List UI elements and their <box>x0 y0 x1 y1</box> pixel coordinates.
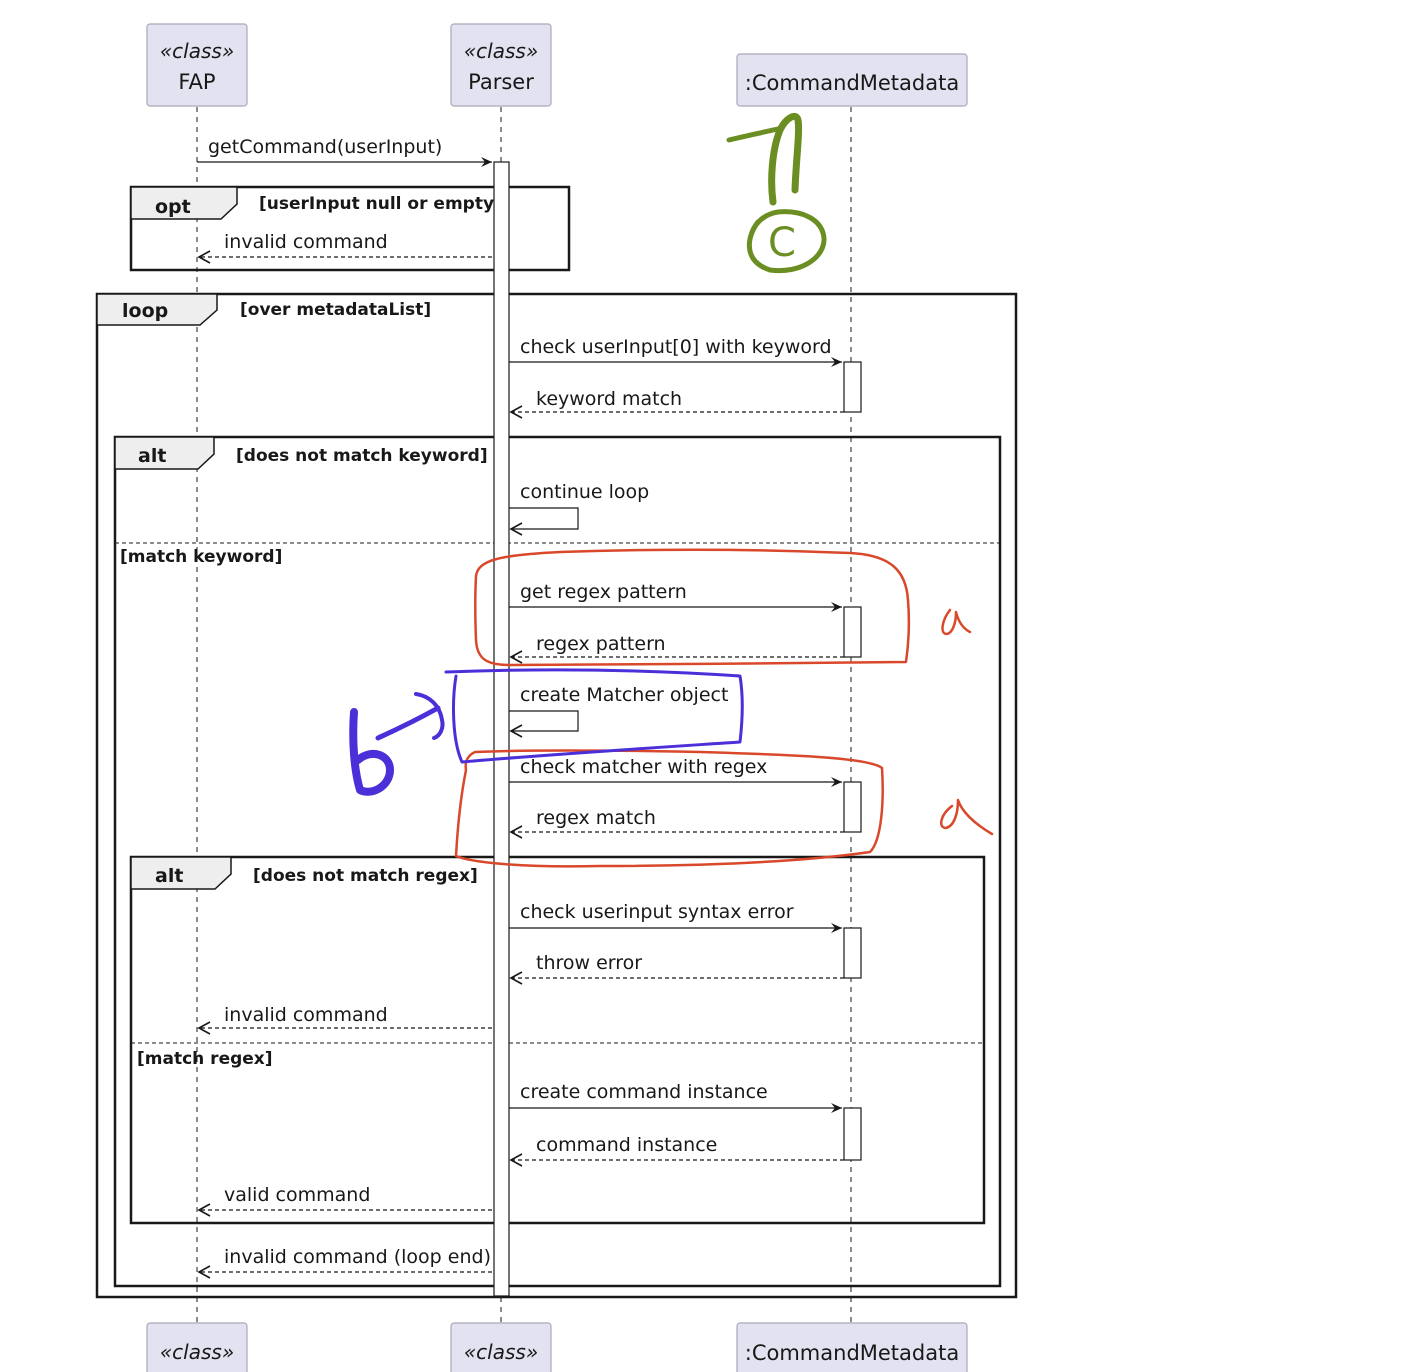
message-invalid-command-regex: invalid command <box>197 1004 492 1035</box>
fragment-alt-regex-operator: alt <box>155 865 183 887</box>
participant-fap-stereotype: «class» <box>160 39 234 63</box>
participant-meta-footer: :CommandMetadata <box>736 1322 968 1372</box>
green-annotation: C <box>726 112 827 274</box>
message-label: check matcher with regex <box>520 756 767 778</box>
message-continue-loop: continue loop <box>509 481 649 536</box>
green-annotation-letter: C <box>768 220 796 266</box>
message-label: getCommand(userInput) <box>208 136 442 158</box>
message-label: regex pattern <box>536 633 666 655</box>
fragment-loop-guard: [over metadataList] <box>240 300 431 320</box>
message-label: throw error <box>536 952 642 974</box>
message-label: create Matcher object <box>520 684 728 706</box>
participant-parser-footer: «class» <box>450 1322 552 1372</box>
activation-meta-3 <box>843 781 862 833</box>
participant-parser-name: Parser <box>468 70 534 94</box>
message-check-matcher: check matcher with regex <box>509 756 842 787</box>
fragment-loop-operator: loop <box>122 300 168 322</box>
message-invalid-command-opt: invalid command <box>197 231 492 264</box>
activation-meta-4 <box>843 927 862 979</box>
message-label: valid command <box>224 1184 370 1206</box>
participant-meta-footer-name: :CommandMetadata <box>745 1341 959 1365</box>
message-label: get regex pattern <box>520 581 687 603</box>
fragment-opt-operator: opt <box>155 196 191 218</box>
message-invalid-command-loop-end: invalid command (loop end) <box>197 1246 492 1279</box>
message-regex-match: regex match <box>509 807 844 839</box>
message-check-syntax: check userinput syntax error <box>509 901 842 933</box>
message-get-regex-pattern: get regex pattern <box>509 581 842 612</box>
participant-fap: «class» FAP <box>146 23 248 107</box>
participant-parser: «class» Parser <box>450 23 552 107</box>
blue-annotation-box <box>444 668 744 764</box>
fragment-alt-keyword-operator: alt <box>138 445 166 467</box>
message-label: check userInput[0] with keyword <box>520 336 832 358</box>
red-annotation-text: a <box>955 629 956 631</box>
message-regex-pattern: regex pattern <box>509 633 844 664</box>
blue-annotation-letter: b <box>349 708 394 796</box>
message-label: check userinput syntax error <box>520 901 794 923</box>
message-get-command: getCommand(userInput) <box>197 136 492 167</box>
blue-annotation-text: b <box>372 769 373 771</box>
message-label: invalid command <box>224 1004 388 1026</box>
red-annotation-letter-2: a <box>939 798 994 836</box>
fragment-alt-regex-guard: [does not match regex] <box>253 866 478 886</box>
message-label: invalid command (loop end) <box>224 1246 491 1268</box>
participant-fap-footer: «class» <box>146 1322 248 1372</box>
message-label: continue loop <box>520 481 649 503</box>
message-valid-command: valid command <box>197 1184 492 1217</box>
message-keyword-match: keyword match <box>509 388 844 419</box>
activation-meta-1 <box>843 361 862 413</box>
blue-annotation-arrow <box>375 692 445 741</box>
message-label: create command instance <box>520 1081 768 1103</box>
message-label: command instance <box>536 1134 717 1156</box>
message-label: keyword match <box>536 388 682 410</box>
message-throw-error: throw error <box>509 952 844 985</box>
activation-meta-2 <box>843 606 862 658</box>
message-create-matcher: create Matcher object <box>509 684 728 738</box>
message-create-command-instance: create command instance <box>509 1081 842 1113</box>
fragment-alt-keyword-else-guard: [match keyword] <box>120 547 282 567</box>
participant-meta: :CommandMetadata <box>736 53 968 107</box>
red-annotation-text: a <box>955 824 956 826</box>
participant-parser-footer-stereotype: «class» <box>464 1340 538 1364</box>
fragment-alt-keyword-guard: [does not match keyword] <box>236 446 488 466</box>
message-check-keyword: check userInput[0] with keyword <box>509 336 842 367</box>
message-command-instance: command instance <box>509 1134 844 1167</box>
fragment-alt-regex-else-guard: [match regex] <box>137 1049 273 1069</box>
fragment-opt-guard: [userInput null or empty] <box>259 194 502 214</box>
fragment-alt-regex: alt [does not match regex] [match regex] <box>129 855 986 1225</box>
red-annotation-box-1 <box>474 548 911 667</box>
participant-meta-name: :CommandMetadata <box>745 71 959 95</box>
activation-meta-5 <box>843 1107 862 1161</box>
fragment-opt: opt [userInput null or empty] <box>129 185 571 272</box>
activation-parser <box>493 161 510 1297</box>
participant-fap-name: FAP <box>178 70 215 94</box>
red-annotation-box-2 <box>454 749 884 868</box>
fragment-loop: loop [over metadataList] <box>95 292 1018 1299</box>
message-label: invalid command <box>224 231 388 253</box>
red-annotation-letter-1: a <box>941 608 972 636</box>
message-label: regex match <box>536 807 656 829</box>
participant-parser-stereotype: «class» <box>464 39 538 63</box>
fragment-alt-keyword: alt [does not match keyword] [match keyw… <box>113 435 1002 1288</box>
participant-fap-footer-stereotype: «class» <box>160 1340 234 1364</box>
